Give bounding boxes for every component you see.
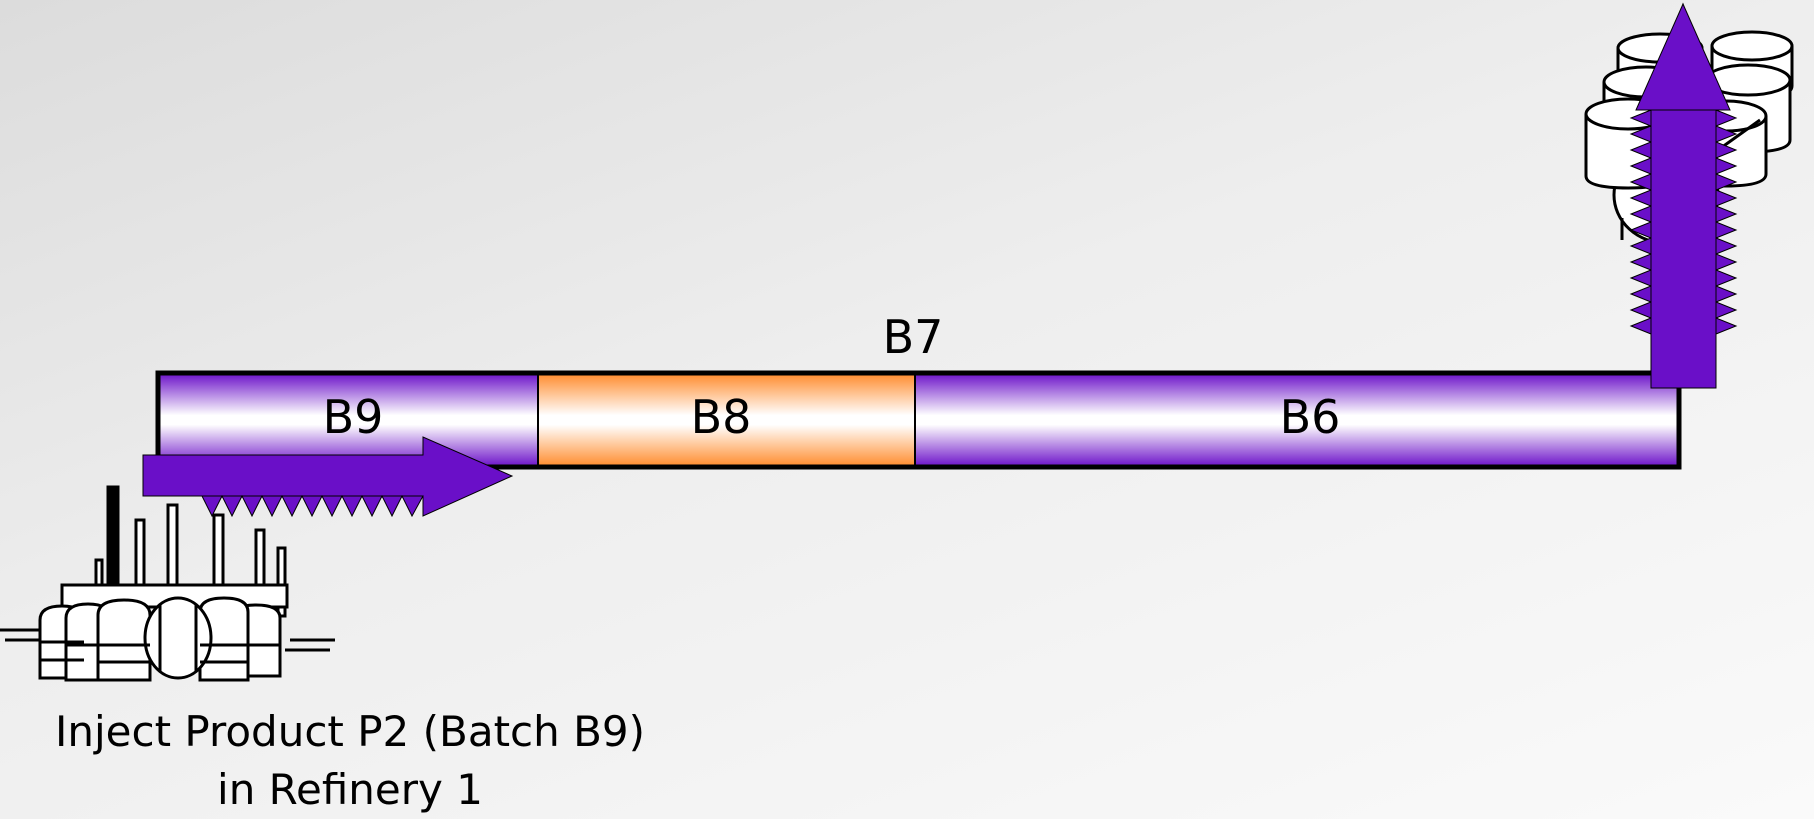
segment-b9-label: B9 — [323, 390, 384, 444]
refinery-caption-line-1: Inject Product P2 (Batch B9) — [54, 707, 646, 756]
interface-label-b7: B7 — [883, 310, 944, 364]
injection-arrow-icon — [142, 436, 514, 518]
refinery-icon — [0, 485, 335, 682]
segment-b9 — [158, 373, 538, 467]
segment-b8 — [538, 373, 915, 467]
pipeline — [155, 370, 1682, 470]
segment-b6-label: B6 — [1280, 390, 1341, 444]
pipeline-outline — [155, 370, 1682, 470]
segment-b6 — [915, 373, 1679, 467]
refinery-caption-line-2: in Refinery 1 — [217, 765, 483, 814]
segment-b8-label: B8 — [691, 390, 752, 444]
delivery-arrow-icon — [1629, 2, 1738, 389]
